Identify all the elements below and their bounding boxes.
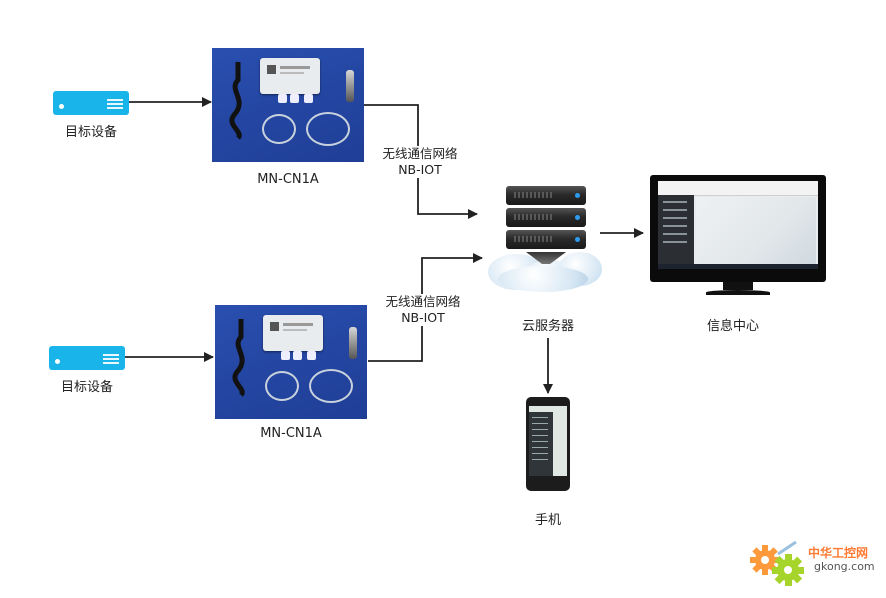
cloud-server-icon [488,186,604,296]
top-link-protocol: NB-IOT [398,162,442,177]
bottom-link-label: 无线通信网络 NB-IOT [379,294,467,326]
dashboard-screen [658,181,818,269]
antenna-cable-icon [232,319,245,397]
sensor-photo-top [212,48,364,162]
monitor-stand-neck [723,282,753,290]
gears-icon [750,540,804,586]
vent-lines-icon [107,99,123,111]
target-device-top-label: 目标设备 [64,125,117,140]
info-center-label: 信息中心 [706,319,759,334]
sensor-enclosure [263,315,323,351]
target-device-bottom-label: 目标设备 [60,380,113,395]
top-link-network: 无线通信网络 [382,146,458,161]
phone-screen [529,406,567,476]
gkong-watermark: 中华工控网 gkong.com [748,534,882,592]
smartphone-icon [526,397,570,491]
power-dot-icon [59,104,64,109]
bottom-link-protocol: NB-IOT [401,310,445,325]
sensor-bottom-label: MN-CN1A [260,426,322,441]
probe-icon [349,327,357,359]
sensor-photo-bottom [215,305,367,419]
cloud-server-label: 云服务器 [521,319,574,334]
top-link-label: 无线通信网络 NB-IOT [376,146,464,178]
map-view [696,197,816,265]
target-device-icon [53,91,129,115]
antenna-cable-icon [229,62,242,140]
monitor-stand-base [706,290,770,295]
server-stack [506,186,586,264]
monitor-icon [650,175,826,282]
watermark-en: gkong.com [814,560,875,573]
sensor-top-label: MN-CN1A [257,172,319,187]
mobile-label: 手机 [534,513,561,528]
vent-lines-icon [103,354,119,366]
bottom-link-network: 无线通信网络 [385,294,461,309]
watermark-cn: 中华工控网 [808,546,869,560]
sensor-enclosure [260,58,320,94]
power-dot-icon [55,359,60,364]
probe-icon [346,70,354,102]
target-device-icon [49,346,125,370]
